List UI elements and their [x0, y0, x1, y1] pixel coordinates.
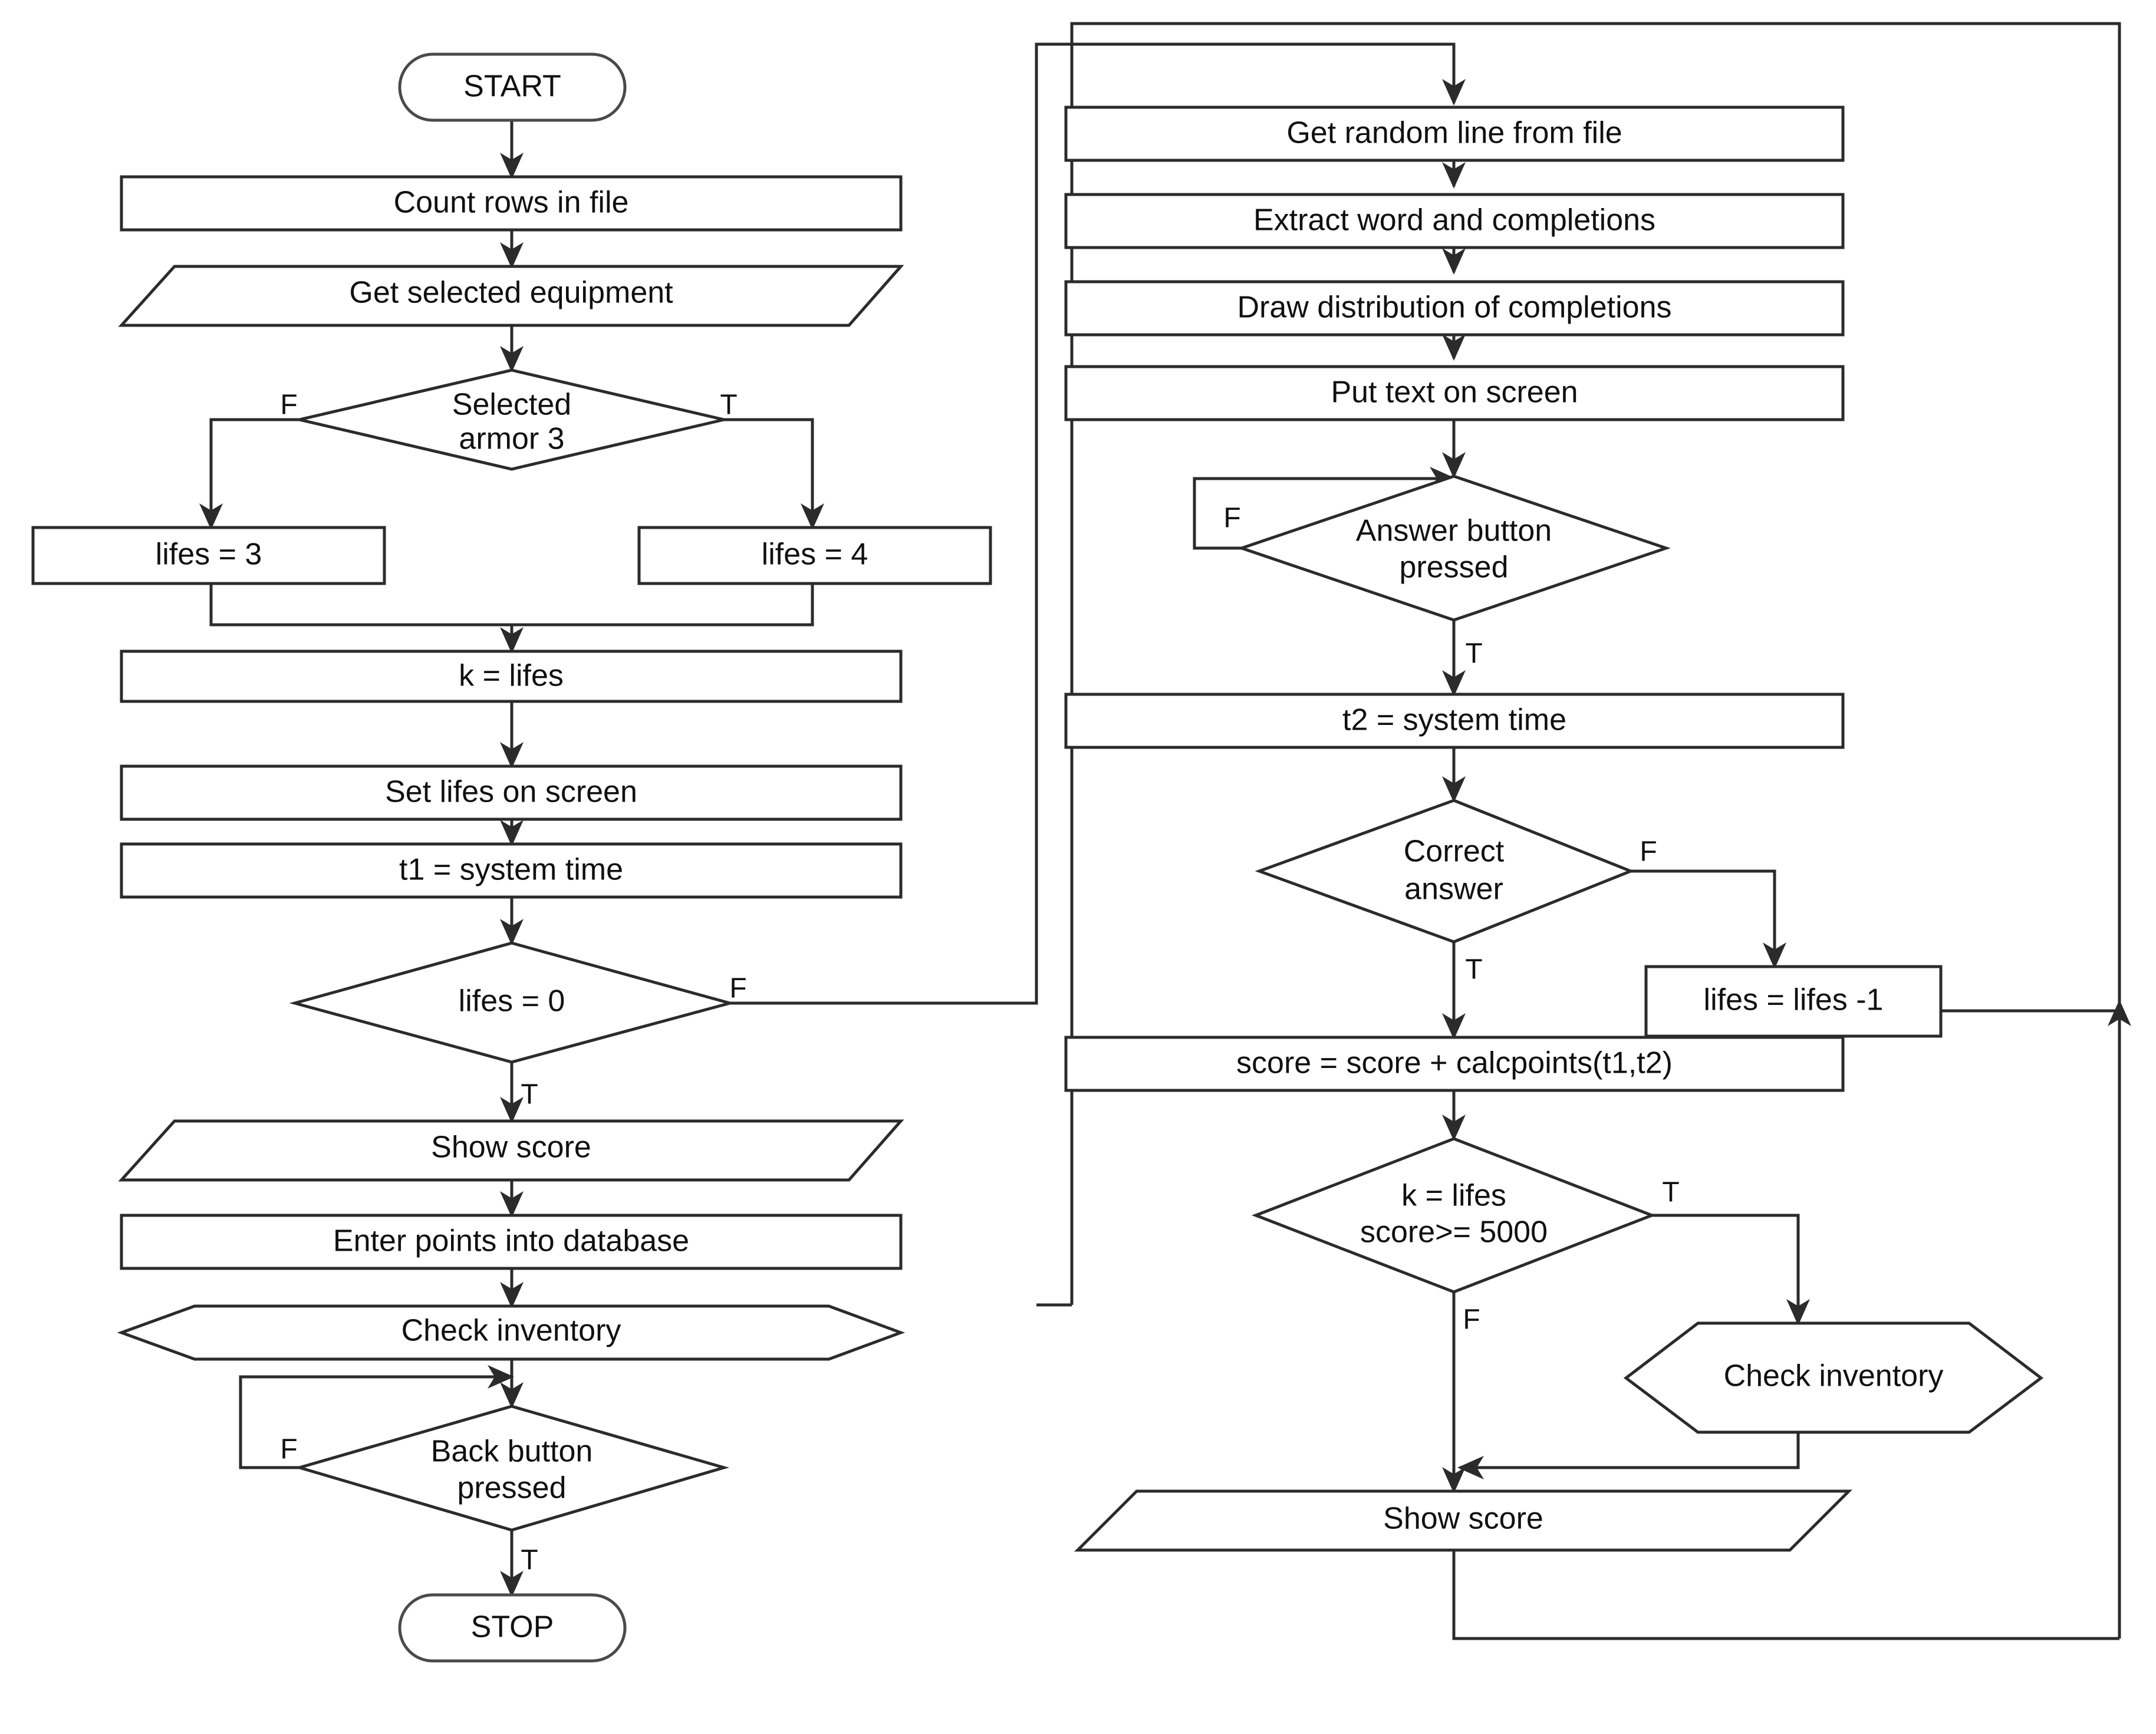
- flag-klifes-false: F: [1463, 1304, 1480, 1336]
- left-column: START Count rows in file Get selected eq…: [31, 52, 992, 1663]
- edge-armor-false: [199, 418, 299, 530]
- stop-label: STOP: [471, 1610, 554, 1644]
- flag-backbutton-true: T: [521, 1545, 538, 1576]
- flag-armor-false: F: [280, 390, 297, 421]
- get-equipment-label: Get selected equipment: [349, 276, 673, 310]
- k-lifes-label-1: k = lifes: [1401, 1179, 1506, 1213]
- connectors: [199, 22, 2131, 1640]
- flag-answer-false: F: [1223, 503, 1240, 534]
- check-inventory-left-label: Check inventory: [401, 1314, 621, 1348]
- enter-points-label: Enter points into database: [333, 1224, 689, 1258]
- decision-k-lifes-score: [1252, 1137, 1656, 1294]
- right-column: Get random line from file Extract word a…: [1064, 106, 2044, 1552]
- t1-system-time-label: t1 = system time: [399, 853, 623, 887]
- edge-showscore-to-outer-rail: [1452, 1550, 2119, 1640]
- set-lifes-label: Set lifes on screen: [385, 775, 637, 809]
- correct-answer-label-1: Correct: [1404, 835, 1505, 869]
- process-extract-word: [1064, 193, 1845, 249]
- process-draw-distribution: [1064, 280, 1845, 337]
- edge-correct-false-to-lifesminus: [1631, 869, 1786, 970]
- edge-outer-loop-top-rail: [1070, 22, 2121, 1155]
- show-score-right-label: Show score: [1383, 1502, 1543, 1536]
- flag-answer-true: T: [1465, 638, 1482, 670]
- stop-terminator: [398, 1593, 627, 1663]
- edge-klifes-true-to-checkinv: [1652, 1214, 1810, 1326]
- process-enter-points: [120, 1214, 903, 1270]
- draw-distribution-label: Draw distribution of completions: [1237, 291, 1672, 325]
- io-get-equipment: [118, 265, 904, 327]
- process-set-lifes: [120, 764, 903, 821]
- preparation-check-inventory-left: [117, 1304, 906, 1361]
- decision-answer-button: [1237, 474, 1671, 622]
- count-rows-label: Count rows in file: [394, 186, 629, 220]
- selected-armor-label-1: Selected: [452, 388, 571, 422]
- edge-checkinv-merge: [1457, 1432, 1800, 1479]
- process-k-equals-lifes: [120, 650, 903, 703]
- lifes-4-label: lifes = 4: [762, 538, 868, 572]
- start-terminator: [398, 52, 627, 122]
- k-lifes-label-2: score>= 5000: [1360, 1215, 1548, 1250]
- extract-word-label: Extract word and completions: [1253, 203, 1655, 238]
- start-label: START: [463, 70, 561, 104]
- edge-armor-true: [724, 418, 824, 530]
- flag-correct-true: T: [1465, 954, 1482, 985]
- lifes-zero-label: lifes = 0: [459, 984, 565, 1018]
- flag-klifes-true: T: [1662, 1177, 1679, 1208]
- process-put-text: [1064, 365, 1845, 421]
- edge-lifeszero-false-to-loop: [730, 42, 1466, 1005]
- correct-answer-label-2: answer: [1404, 872, 1503, 906]
- lifes-3-label: lifes = 3: [156, 538, 262, 572]
- process-lifes-3: [31, 526, 386, 585]
- edge-lifes-merge: [209, 584, 814, 627]
- t2-system-time-label: t2 = system time: [1342, 703, 1566, 737]
- preparation-check-inventory-right: [1623, 1321, 2044, 1434]
- decision-selected-armor: [299, 368, 725, 471]
- flag-correct-false: F: [1640, 836, 1657, 868]
- flag-lifeszero-true: T: [521, 1079, 538, 1110]
- process-score-calc: [1064, 1036, 1845, 1092]
- process-lifes-minus-one: [1644, 965, 1943, 1038]
- k-equals-lifes-label: k = lifes: [459, 659, 564, 693]
- back-button-label-1: Back button: [431, 1435, 593, 1469]
- get-random-line-label: Get random line from file: [1286, 116, 1622, 150]
- process-count-rows: [120, 175, 903, 232]
- process-t1-system-time: [120, 842, 903, 899]
- check-inventory-right-label: Check inventory: [1724, 1359, 1944, 1393]
- put-text-label: Put text on screen: [1331, 375, 1578, 410]
- selected-armor-label-2: armor 3: [459, 422, 564, 456]
- process-t2-system-time: [1064, 693, 1845, 749]
- decision-back-button: [294, 1405, 729, 1532]
- flag-backbutton-false: F: [280, 1434, 297, 1465]
- process-get-random-line: [1064, 106, 1845, 162]
- answer-button-label-1: Answer button: [1356, 514, 1552, 548]
- flag-lifeszero-false: F: [729, 973, 746, 1004]
- back-button-label-2: pressed: [457, 1471, 567, 1505]
- io-show-score-left: [118, 1119, 904, 1182]
- process-lifes-4: [637, 526, 992, 585]
- decision-lifes-zero: [289, 941, 736, 1064]
- show-score-left-label: Show score: [431, 1130, 591, 1165]
- edge-answer-false-loop: [1193, 467, 1457, 550]
- score-calc-label: score = score + calcpoints(t1,t2): [1236, 1046, 1673, 1080]
- edge-backbutton-false-loop: [239, 1365, 515, 1469]
- flag-armor-true: T: [720, 390, 737, 421]
- decision-correct-answer: [1255, 799, 1635, 944]
- lifes-minus-one-label: lifes = lifes -1: [1704, 983, 1884, 1017]
- io-show-score-right: [1074, 1489, 1853, 1552]
- answer-button-label-2: pressed: [1400, 550, 1509, 585]
